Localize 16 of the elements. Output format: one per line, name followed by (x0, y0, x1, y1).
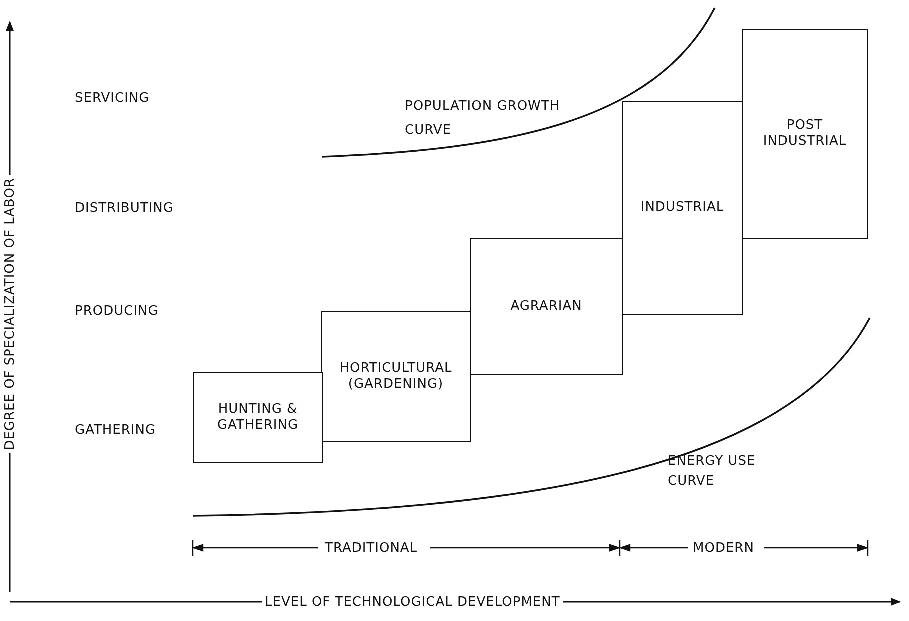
stage-label: HORTICULTURAL (GARDENING) (338, 360, 454, 392)
specialization-level-label: GATHERING (75, 422, 156, 439)
curve-label: POPULATION GROWTH CURVE (405, 98, 562, 140)
specialization-level-label: SERVICING (75, 90, 150, 107)
stage-label: POST INDUSTRIAL (762, 118, 848, 150)
specialization-level-label: DISTRIBUTING (75, 200, 174, 217)
stage-box (622, 101, 743, 315)
stage-label: AGRARIAN (510, 298, 582, 314)
stage-box (193, 372, 323, 463)
curve-label: ENERGY USE CURVE (668, 453, 757, 491)
stage-label: INDUSTRIAL (640, 200, 724, 216)
stage-box (321, 311, 471, 442)
stage-box (470, 238, 623, 375)
stage-label: HUNTING & GATHERING (216, 402, 300, 434)
stage-box (742, 29, 868, 239)
specialization-level-label: PRODUCING (75, 303, 159, 320)
